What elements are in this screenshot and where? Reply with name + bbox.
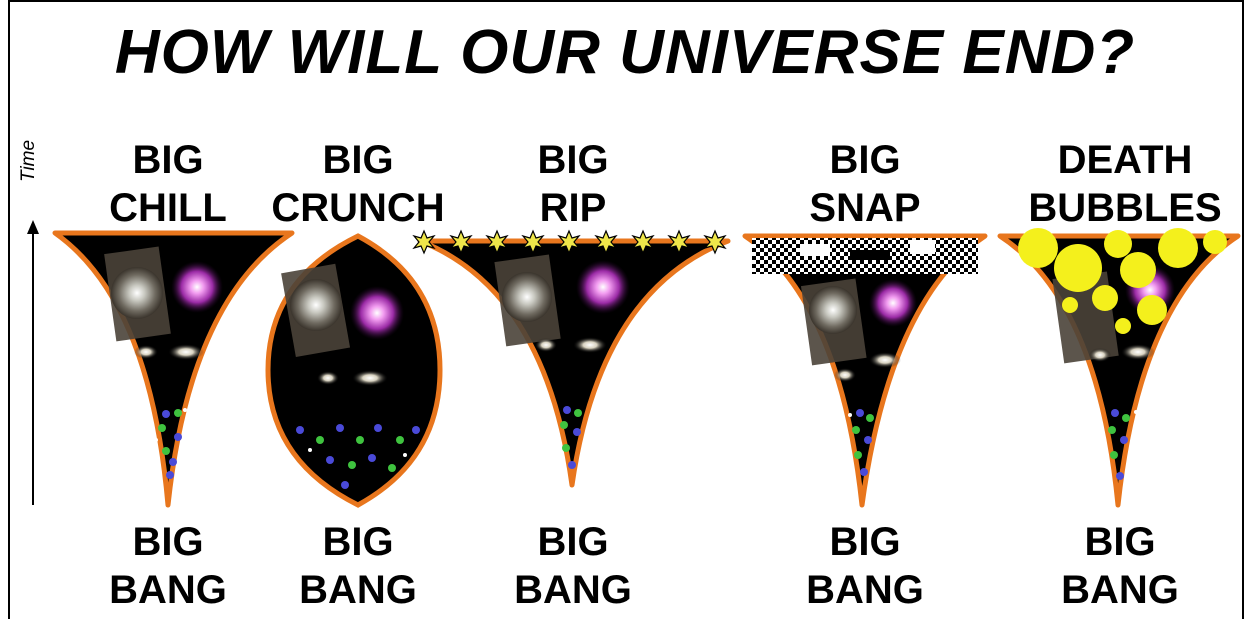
big-rip-diagram (414, 231, 728, 485)
big-crunch-diagram (268, 236, 440, 505)
big-snap-diagram (745, 236, 985, 505)
death-bubbles-diagram (1000, 228, 1238, 505)
big-chill-diagram (55, 233, 292, 505)
time-arrow (27, 220, 39, 505)
